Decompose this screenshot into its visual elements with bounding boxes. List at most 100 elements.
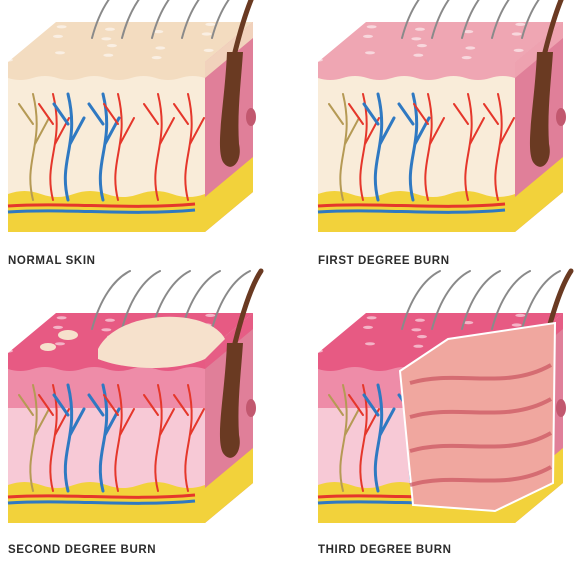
hair (491, 270, 531, 330)
surface-texture (52, 34, 63, 39)
tissue-fold (409, 397, 552, 419)
hair (151, 0, 170, 39)
hair (401, 0, 420, 39)
panel-caption: NORMAL SKIN (8, 255, 96, 267)
hair-shaft (232, 268, 264, 346)
surface-texture (515, 313, 526, 317)
surface-texture (366, 316, 377, 320)
hair (121, 0, 140, 39)
blood-vessel (328, 93, 360, 201)
blood-vessel (362, 383, 396, 493)
surface-texture (463, 321, 474, 325)
hair (461, 0, 480, 39)
deep-artery (317, 202, 506, 208)
surface-texture (54, 342, 65, 346)
blood-vessel (362, 92, 396, 202)
surface-texture (54, 51, 65, 55)
surface-texture (106, 44, 117, 48)
blood-vessel (453, 93, 485, 201)
surface-texture (463, 30, 474, 34)
surface-texture (416, 335, 427, 339)
surface-texture (411, 328, 422, 332)
surface-texture (366, 25, 377, 29)
hair-follicle (219, 343, 243, 458)
sebaceous-gland (246, 399, 256, 417)
surface-texture (513, 48, 524, 53)
hair (181, 0, 200, 39)
panel-caption: SECOND DEGREE BURN (8, 544, 157, 556)
surface-texture (56, 25, 67, 29)
blood-vessel (103, 93, 135, 201)
side-fat-layer (205, 157, 253, 232)
surface-texture (104, 27, 115, 31)
surface-texture (413, 53, 424, 57)
surface-texture (153, 30, 164, 34)
hair (491, 0, 510, 39)
blood-vessel (18, 93, 50, 201)
epidermis-layer (318, 62, 515, 80)
hair (121, 270, 161, 330)
surface-texture (411, 37, 422, 41)
deep-vein (7, 499, 196, 505)
tissue-fold (409, 465, 552, 487)
hair-follicle (529, 52, 553, 167)
surface-texture (362, 34, 373, 39)
panel-normal-skin: NORMAL SKIN (0, 0, 293, 285)
deep-artery (7, 493, 196, 499)
surface-texture (56, 316, 67, 320)
hair (431, 0, 450, 39)
skin-block (313, 268, 574, 523)
deep-vein (7, 208, 196, 214)
skin-surface (8, 22, 253, 62)
surface-texture (511, 32, 522, 36)
panel-caption: FIRST DEGREE BURN (318, 255, 450, 267)
hair (91, 0, 110, 39)
side-fat-layer (515, 157, 563, 232)
panel-third-degree-burn: THIRD DEGREE BURN (293, 268, 587, 571)
hair (461, 270, 501, 330)
surface-texture (465, 46, 476, 50)
blood-vessel (52, 92, 86, 202)
hair (91, 270, 131, 330)
hair-shaft (542, 0, 564, 55)
surface-texture (205, 313, 216, 317)
surface-texture (103, 53, 114, 57)
surface-texture (52, 325, 63, 329)
surface-texture (414, 27, 425, 31)
hair-shaft (232, 0, 254, 55)
blood-vessel (18, 384, 50, 492)
sebaceous-gland (556, 108, 566, 126)
surface-texture (155, 46, 166, 50)
surface-texture (203, 48, 214, 53)
sebaceous-gland (246, 108, 256, 126)
epidermis-layer (8, 62, 205, 80)
hair (521, 270, 561, 330)
tissue-fold (409, 363, 552, 385)
hair (211, 270, 251, 330)
blood-vessel (413, 93, 445, 201)
charred-tissue (398, 321, 557, 513)
surface-texture (313, 58, 323, 62)
panel-caption: THIRD DEGREE BURN (318, 544, 452, 556)
surface-texture (364, 342, 375, 346)
blood-vessel (173, 93, 205, 201)
surface-texture (413, 344, 424, 348)
hair-follicle (219, 52, 243, 167)
small-blister (40, 343, 56, 351)
second-degree-burn-illustration (3, 268, 264, 523)
deep-artery (7, 202, 196, 208)
panel-second-degree-burn: SECOND DEGREE BURN (0, 268, 293, 571)
surface-texture (151, 56, 162, 60)
blood-vessel (483, 93, 515, 201)
surface-texture (416, 44, 427, 48)
deep-vein (317, 208, 506, 214)
skin-block (3, 0, 256, 232)
blood-vessel (173, 384, 205, 492)
surface-texture (205, 22, 216, 26)
hair (211, 0, 230, 39)
blood-vessel (143, 93, 175, 201)
panel-first-degree-burn: FIRST DEGREE BURN (293, 0, 587, 285)
hair (401, 270, 441, 330)
skin-surface (318, 22, 563, 62)
surface-texture (313, 349, 323, 353)
